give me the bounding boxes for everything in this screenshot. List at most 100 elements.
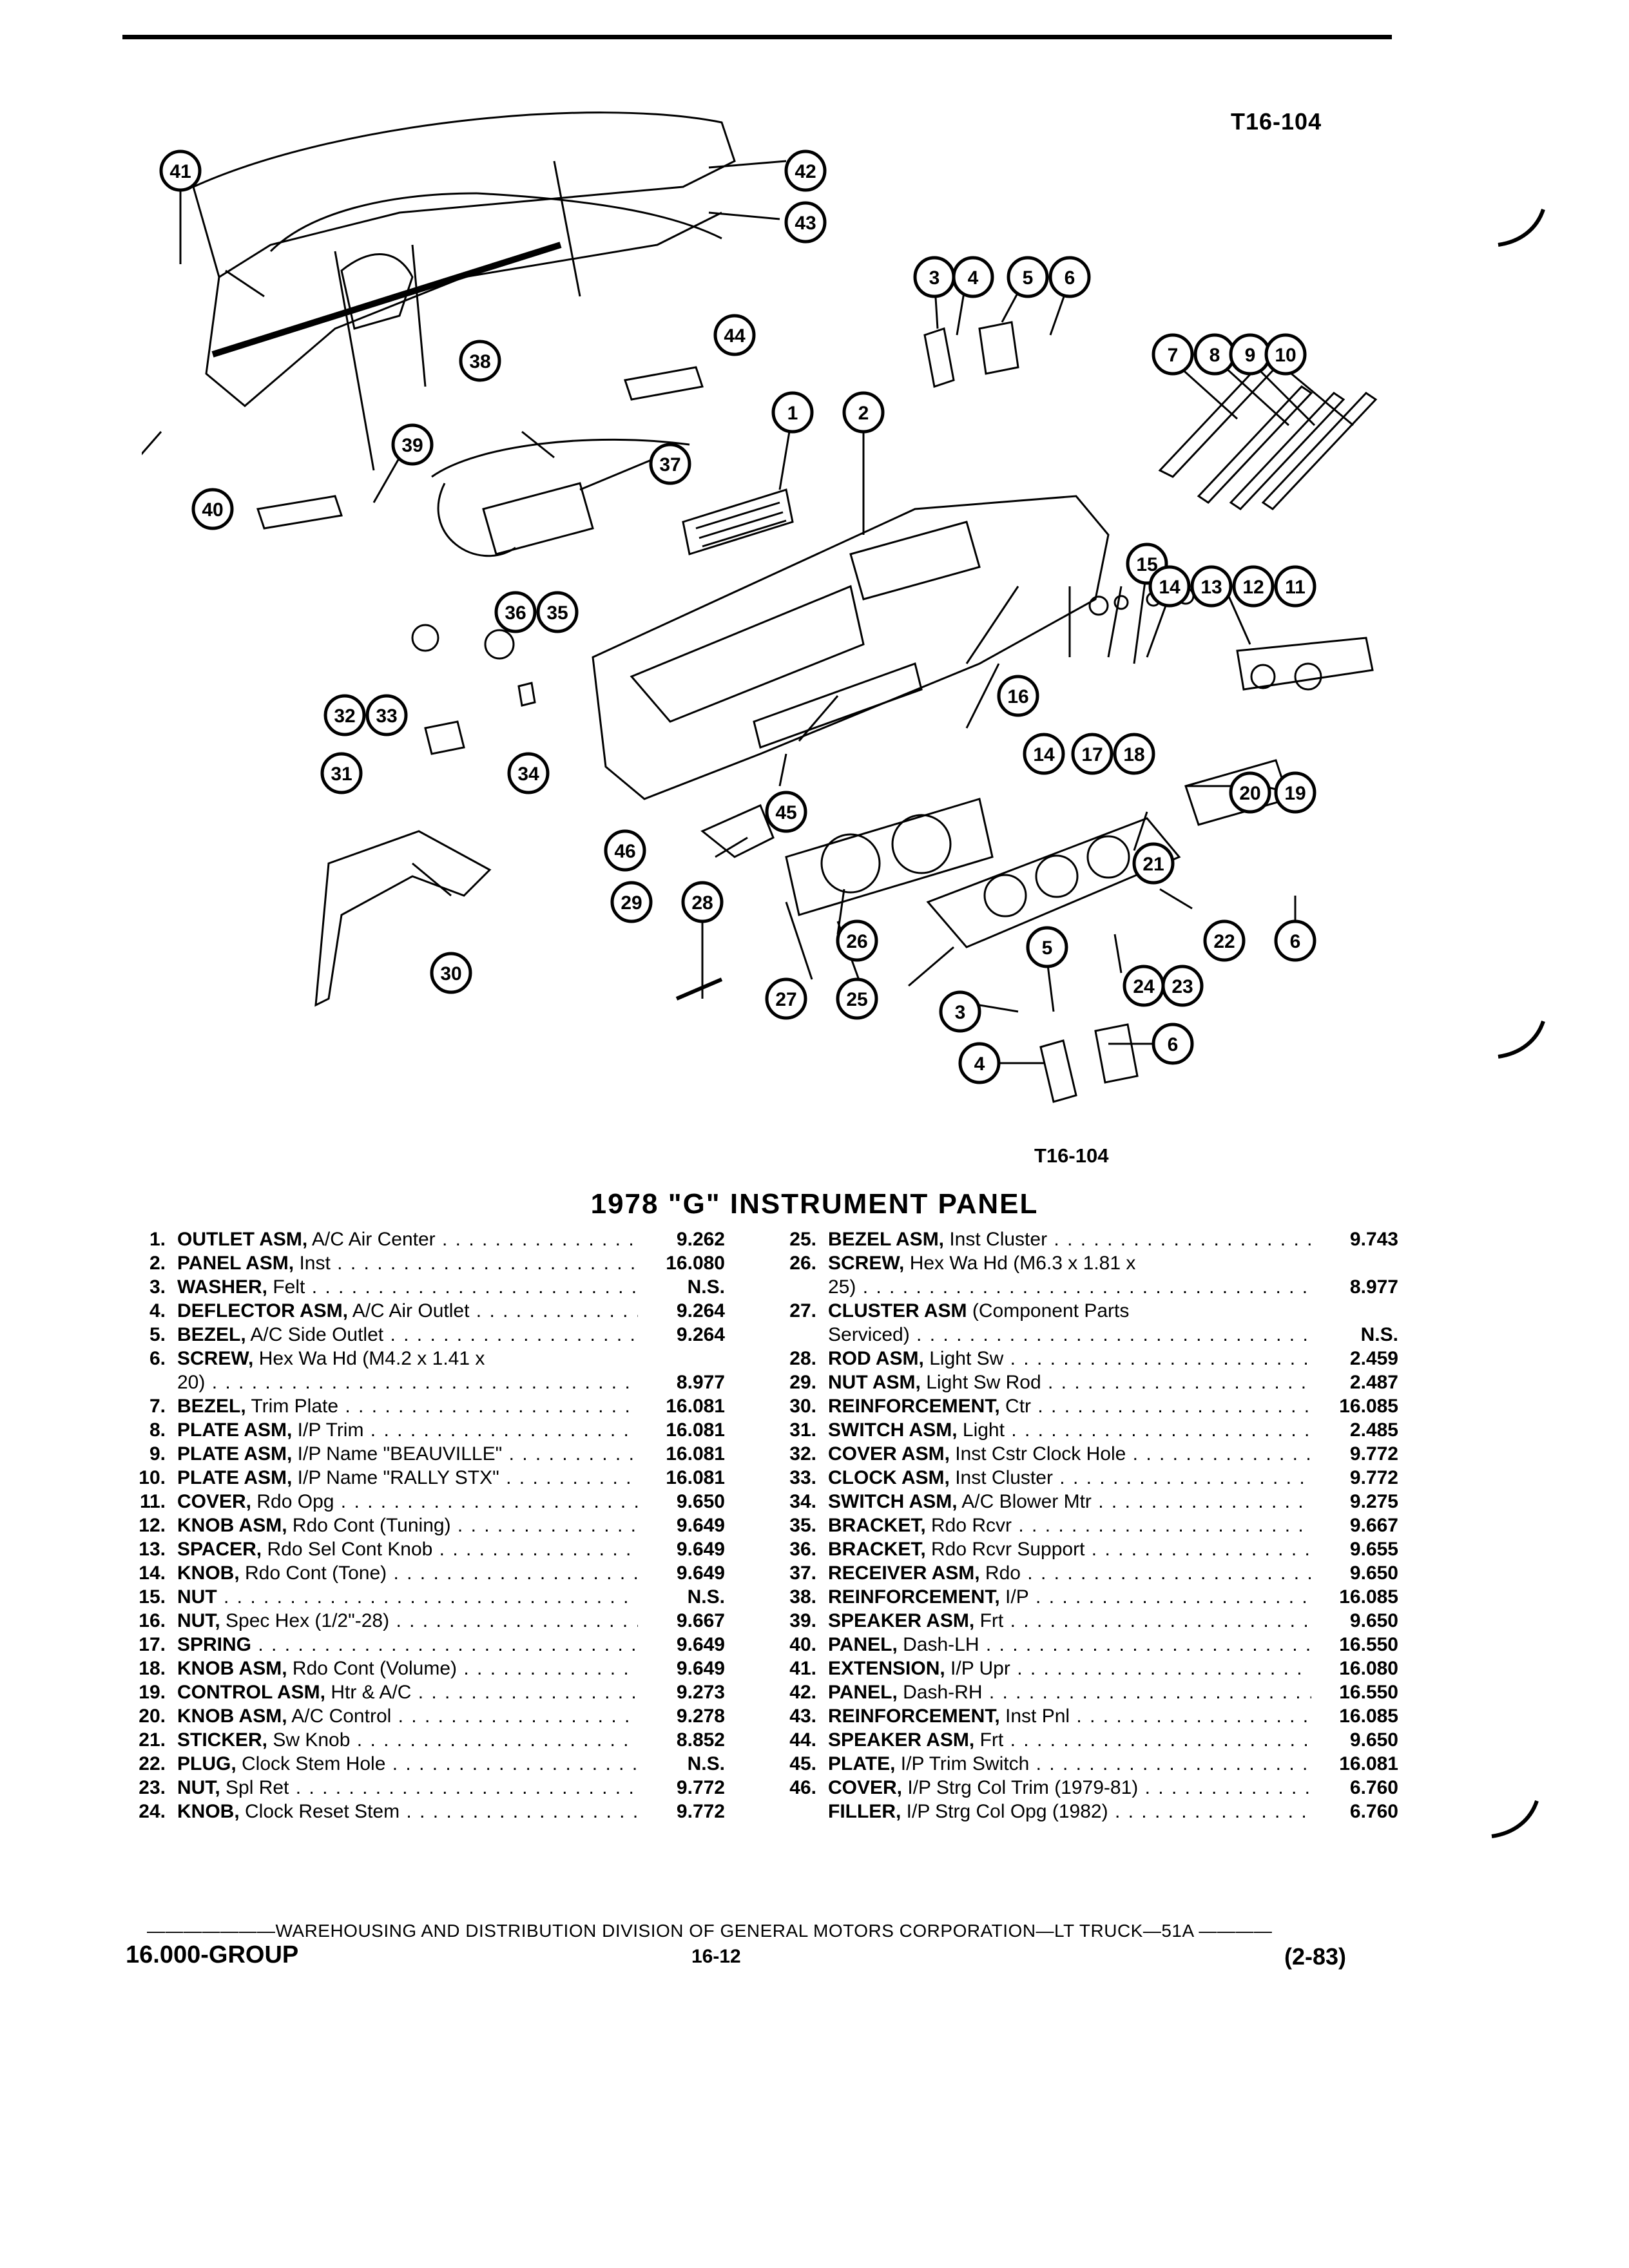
callout-9: 9 bbox=[1229, 333, 1271, 376]
part-description: KNOB, Rdo Cont (Tone) . . . . . . . . . … bbox=[177, 1561, 638, 1585]
parts-list-row: 2.PANEL ASM, Inst . . . . . . . . . . . … bbox=[126, 1251, 725, 1275]
dot-leader: . . . . . . . . . . . . . . . . . . . . … bbox=[916, 1324, 1311, 1345]
part-number: 33. bbox=[789, 1467, 816, 1488]
part-detail: Felt bbox=[267, 1276, 305, 1298]
callout-39: 39 bbox=[391, 423, 434, 466]
callout-17: 17 bbox=[1071, 733, 1113, 775]
part-name: REINFORCEMENT, bbox=[828, 1396, 1000, 1417]
dot-leader: . . . . . . . . . . . . . . . . . . . . … bbox=[393, 1562, 638, 1584]
part-detail: Inst Cluster bbox=[949, 1467, 1053, 1488]
part-detail: Light Sw Rod bbox=[920, 1372, 1041, 1393]
part-description: ROD ASM, Light Sw . . . . . . . . . . . … bbox=[828, 1347, 1311, 1370]
part-detail: Spl Ret bbox=[220, 1777, 289, 1798]
part-name: COVER ASM, bbox=[828, 1443, 950, 1465]
part-description: 20) . . . . . . . . . . . . . . . . . . … bbox=[177, 1370, 638, 1394]
parts-list-row: 27.CLUSTER ASM (Component Parts bbox=[776, 1299, 1398, 1323]
part-name: CONTROL ASM, bbox=[177, 1682, 325, 1703]
group-code: 6.760 bbox=[1349, 1801, 1398, 1822]
svg-text:21: 21 bbox=[1142, 854, 1164, 875]
callout-36: 36 bbox=[494, 591, 537, 633]
part-description: SPEAKER ASM, Frt . . . . . . . . . . . .… bbox=[828, 1609, 1311, 1633]
svg-text:44: 44 bbox=[724, 325, 746, 347]
callout-27: 27 bbox=[765, 977, 807, 1020]
parts-list-left: 1.OUTLET ASM, A/C Air Center . . . . . .… bbox=[126, 1227, 725, 1823]
group-code: 16.550 bbox=[1339, 1682, 1398, 1703]
dot-leader: . . . . . . . . . . . . . . . . . . . . … bbox=[418, 1682, 638, 1703]
parts-list-row: 38.REINFORCEMENT, I/P . . . . . . . . . … bbox=[776, 1585, 1398, 1609]
group-code: 9.772 bbox=[1349, 1467, 1398, 1488]
group-code: 9.264 bbox=[676, 1300, 725, 1321]
part-number: 18. bbox=[139, 1658, 166, 1679]
parts-list-row: 3.WASHER, Felt . . . . . . . . . . . . .… bbox=[126, 1275, 725, 1299]
part-description: Serviced) . . . . . . . . . . . . . . . … bbox=[828, 1323, 1311, 1347]
parts-list-row: 12.KNOB ASM, Rdo Cont (Tuning) . . . . .… bbox=[126, 1514, 725, 1537]
callout-32: 32 bbox=[323, 694, 366, 736]
group-code: 16.081 bbox=[666, 1467, 725, 1488]
figure-code-bottom: T16-104 bbox=[1034, 1144, 1109, 1167]
part-number: 35. bbox=[789, 1515, 816, 1536]
group-code: 9.667 bbox=[1349, 1515, 1398, 1536]
svg-text:25: 25 bbox=[846, 989, 867, 1010]
parts-list-row: 24.KNOB, Clock Reset Stem . . . . . . . … bbox=[126, 1800, 725, 1823]
part-number: 19. bbox=[139, 1682, 166, 1703]
part-name: KNOB ASM, bbox=[177, 1706, 287, 1727]
part-number: 20. bbox=[139, 1706, 166, 1727]
footer-date: (2-83) bbox=[1284, 1943, 1347, 1970]
callout-2: 2 bbox=[842, 391, 885, 434]
svg-text:43: 43 bbox=[795, 213, 816, 234]
part-number: 17. bbox=[139, 1634, 166, 1655]
group-code: 6.760 bbox=[1349, 1777, 1398, 1798]
part-description: SCREW, Hex Wa Hd (M4.2 x 1.41 x bbox=[177, 1347, 638, 1370]
dot-leader: . . . . . . . . . . . . . . . . . . . . … bbox=[398, 1706, 638, 1727]
group-code: 9.650 bbox=[1349, 1729, 1398, 1751]
part-detail: Clock Stem Hole bbox=[236, 1753, 386, 1774]
parts-list-row: 26.SCREW, Hex Wa Hd (M6.3 x 1.81 x bbox=[776, 1251, 1398, 1275]
part-name: CLOCK ASM, bbox=[828, 1467, 950, 1488]
parts-list-row: 8.PLATE ASM, I/P Trim . . . . . . . . . … bbox=[126, 1418, 725, 1442]
part-number: 44. bbox=[789, 1729, 816, 1751]
parts-list-row: 1.OUTLET ASM, A/C Air Center . . . . . .… bbox=[126, 1227, 725, 1251]
part-detail: Rdo bbox=[979, 1562, 1021, 1584]
dot-leader: . . . . . . . . . . . . . . . . . . . . … bbox=[370, 1419, 638, 1441]
dot-leader: . . . . . . . . . . . . . . . . . . . . … bbox=[441, 1229, 638, 1250]
parts-list-row: 37.RECEIVER ASM, Rdo . . . . . . . . . .… bbox=[776, 1561, 1398, 1585]
dot-leader: . . . . . . . . . . . . . . . . . . . . … bbox=[406, 1801, 638, 1822]
part-description: NUT ASM, Light Sw Rod . . . . . . . . . … bbox=[828, 1370, 1311, 1394]
part-description: PLUG, Clock Stem Hole . . . . . . . . . … bbox=[177, 1752, 638, 1776]
part-detail: I/P Name "BEAUVILLE" bbox=[292, 1443, 503, 1465]
part-number: 38. bbox=[789, 1586, 816, 1608]
part-name: BEZEL, bbox=[177, 1324, 246, 1345]
callout-12: 12 bbox=[1232, 565, 1275, 608]
callout-6c: 6 bbox=[1152, 1023, 1194, 1065]
parts-list-row: 7.BEZEL, Trim Plate . . . . . . . . . . … bbox=[126, 1394, 725, 1418]
part-detail: Light Sw bbox=[923, 1348, 1004, 1369]
svg-text:18: 18 bbox=[1123, 744, 1144, 765]
group-code: 9.772 bbox=[676, 1777, 725, 1798]
dot-leader: . . . . . . . . . . . . . . . . . . . . … bbox=[211, 1372, 638, 1393]
group-code: 16.081 bbox=[666, 1396, 725, 1417]
group-code: 2.459 bbox=[1349, 1348, 1398, 1369]
callout-14a: 14 bbox=[1148, 565, 1191, 608]
dot-leader: . . . . . . . . . . . . . . . . . . . . … bbox=[1059, 1467, 1311, 1488]
part-number: 43. bbox=[789, 1706, 816, 1727]
part-detail: A/C Control bbox=[287, 1706, 392, 1727]
part-number: 14. bbox=[139, 1562, 166, 1584]
group-code: 9.743 bbox=[1349, 1229, 1398, 1250]
parts-list-row: 35.BRACKET, Rdo Rcvr . . . . . . . . . .… bbox=[776, 1514, 1398, 1537]
group-code: 9.278 bbox=[676, 1706, 725, 1727]
callout-24: 24 bbox=[1123, 965, 1165, 1007]
callout-31: 31 bbox=[320, 752, 363, 794]
part-name: PLATE ASM, bbox=[177, 1443, 293, 1465]
part-number: 6. bbox=[149, 1348, 166, 1369]
svg-text:12: 12 bbox=[1242, 577, 1264, 598]
part-name: SCREW, bbox=[828, 1253, 905, 1274]
part-detail: Light bbox=[957, 1419, 1005, 1441]
part-number: 45. bbox=[789, 1753, 816, 1774]
parts-list-row: 21.STICKER, Sw Knob . . . . . . . . . . … bbox=[126, 1728, 725, 1752]
callout-34: 34 bbox=[507, 752, 550, 794]
group-code: 16.081 bbox=[1339, 1753, 1398, 1774]
part-name: BEZEL ASM, bbox=[828, 1229, 945, 1250]
part-description: FILLER, I/P Strg Col Opg (1982) . . . . … bbox=[828, 1800, 1311, 1823]
svg-text:3: 3 bbox=[929, 267, 940, 289]
part-detail: Rdo Rcvr bbox=[925, 1515, 1012, 1536]
